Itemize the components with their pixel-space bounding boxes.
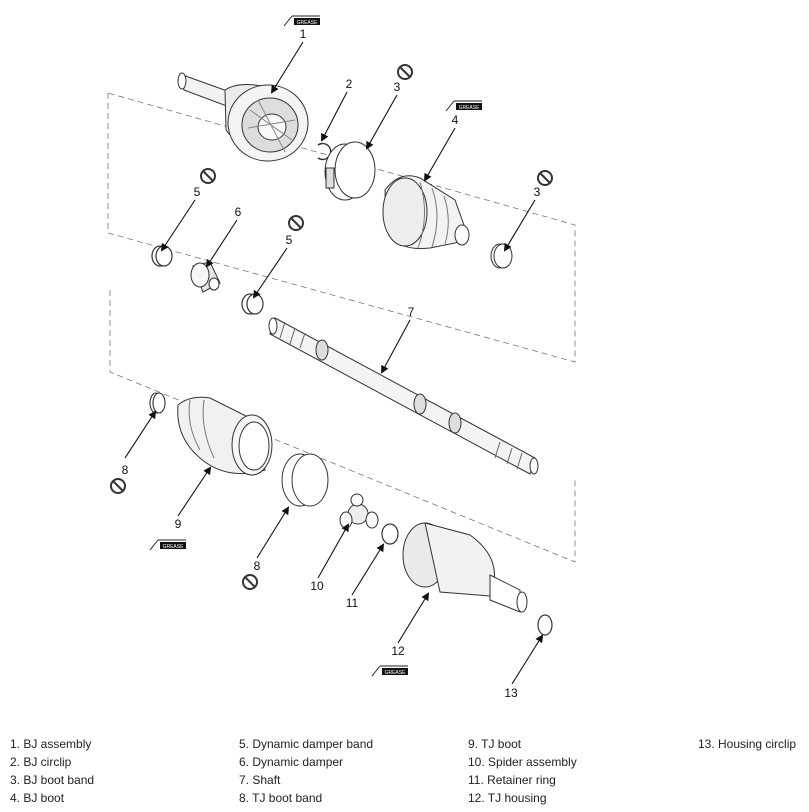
legend-item: 6. Dynamic damper xyxy=(239,755,344,769)
dynamic-damper-band-left xyxy=(151,245,173,267)
legend-column-3: 9. TJ boot 10. Spider assembly 11. Retai… xyxy=(468,735,577,807)
grease-icons: GREASE GREASE GREASE GREASE xyxy=(149,15,482,677)
no-reuse-icon xyxy=(200,168,216,184)
shaft xyxy=(268,317,539,475)
callout-1: 1 xyxy=(300,27,307,41)
callout-5: 5 xyxy=(194,185,201,199)
retainer-ring xyxy=(381,523,399,545)
legend-column-2: 5. Dynamic damper band 6. Dynamic damper… xyxy=(239,735,373,807)
callout-5: 5 xyxy=(286,233,293,247)
parts-legend: 1. BJ assembly 2. BJ circlip 3. BJ boot … xyxy=(0,735,809,812)
legend-item: 12. TJ housing xyxy=(468,791,547,805)
dashed-frame-lower xyxy=(109,290,576,563)
no-reuse-icon xyxy=(397,64,413,80)
housing-circlip xyxy=(537,614,553,636)
bj-boot-band-right xyxy=(490,243,513,269)
no-reuse-icon xyxy=(288,215,304,231)
callout-8: 8 xyxy=(122,463,129,477)
bj-boot-band-upper xyxy=(324,141,376,201)
dynamic-damper-band-right xyxy=(241,293,264,315)
legend-item: 1. BJ assembly xyxy=(10,737,92,751)
legend-item: 4. BJ boot xyxy=(10,791,65,805)
bj-assembly xyxy=(177,72,309,162)
callout-9: 9 xyxy=(175,517,182,531)
callout-2: 2 xyxy=(346,77,353,91)
tj-boot-band-left xyxy=(149,392,166,414)
spider-assembly xyxy=(339,493,379,529)
legend-item: 8. TJ boot band xyxy=(239,791,323,805)
leader-arrows xyxy=(124,41,544,685)
no-reuse-icons xyxy=(110,64,553,590)
callout-13: 13 xyxy=(504,686,518,700)
legend-item: 9. TJ boot xyxy=(468,737,522,751)
callout-10: 10 xyxy=(310,579,324,593)
callout-3: 3 xyxy=(534,185,541,199)
callout-4: 4 xyxy=(452,113,459,127)
grease-icon: GREASE xyxy=(445,100,482,112)
no-reuse-icon xyxy=(537,170,553,186)
grease-label: GREASE xyxy=(385,670,407,676)
drive-shaft-exploded-view: GREASE GREASE GREASE GREASE xyxy=(107,15,576,700)
callout-3: 3 xyxy=(394,80,401,94)
dynamic-damper xyxy=(190,261,221,293)
callout-6: 6 xyxy=(235,205,242,219)
legend-item: 11. Retainer ring xyxy=(468,773,556,787)
grease-label: GREASE xyxy=(163,544,185,550)
callout-11: 11 xyxy=(346,596,359,610)
no-reuse-icon xyxy=(110,478,126,494)
legend-column-4: 13. Housing circlip xyxy=(698,735,796,753)
callout-12: 12 xyxy=(391,644,405,658)
callout-8: 8 xyxy=(254,559,261,573)
callout-7: 7 xyxy=(408,305,415,319)
no-reuse-icon xyxy=(242,574,258,590)
grease-label: GREASE xyxy=(459,105,481,111)
legend-column-1: 1. BJ assembly 2. BJ circlip 3. BJ boot … xyxy=(10,735,94,807)
bj-circlip xyxy=(317,142,332,161)
legend-item: 3. BJ boot band xyxy=(10,773,95,787)
tj-boot xyxy=(177,396,273,476)
dashed-frame-upper xyxy=(107,92,576,363)
legend-item: 5. Dynamic damper band xyxy=(239,737,374,751)
legend-item: 13. Housing circlip xyxy=(698,737,797,751)
grease-label: GREASE xyxy=(297,20,319,26)
legend-item: 10. Spider assembly xyxy=(468,755,577,769)
tj-boot-band-right xyxy=(281,453,329,507)
legend-item: 7. Shaft xyxy=(239,773,281,787)
bj-boot xyxy=(382,175,470,250)
legend-item: 2. BJ circlip xyxy=(10,755,72,769)
callout-numbers: 1 2 3 3 4 5 5 6 7 8 8 9 10 11 12 13 xyxy=(122,27,541,700)
grease-icon: GREASE xyxy=(149,539,186,551)
grease-icon: GREASE xyxy=(371,665,408,677)
tj-housing xyxy=(402,522,528,613)
grease-icon: GREASE xyxy=(283,15,320,27)
